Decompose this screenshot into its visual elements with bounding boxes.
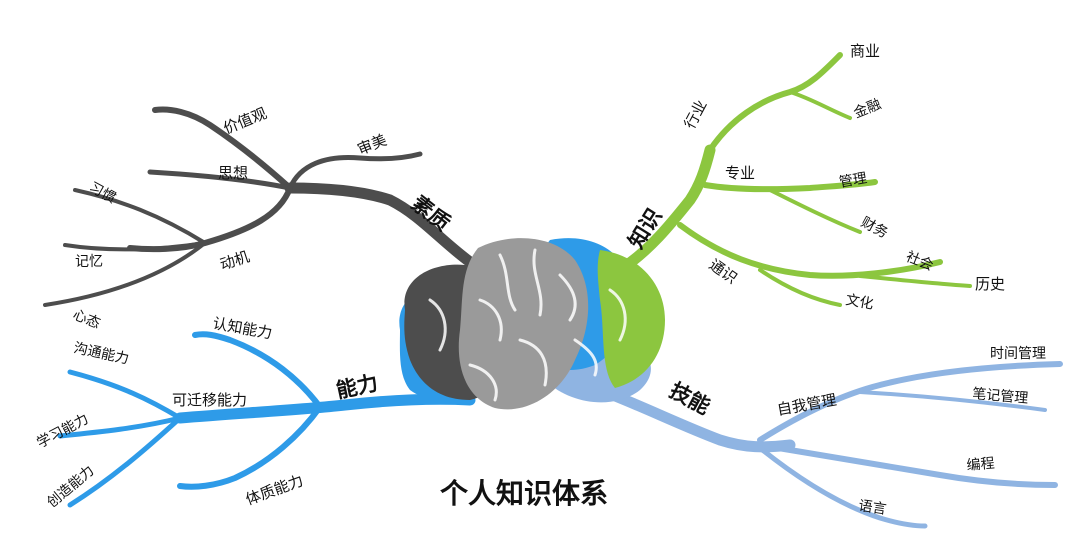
branch-jineng-line <box>757 361 1063 443</box>
brain-green-lobe <box>597 250 665 388</box>
node-label: 心态 <box>71 307 103 332</box>
branch-zhishi-line <box>758 268 842 307</box>
branch-suzhi-line <box>73 188 207 245</box>
branch-label-jineng: 技能 <box>666 378 714 419</box>
branch-suzhi-line <box>63 241 207 252</box>
branch-jineng-line <box>757 442 1058 488</box>
node-label: 思想 <box>218 164 248 182</box>
branch-suzhi-line <box>43 241 207 307</box>
node-label: 动机 <box>218 247 252 273</box>
branch-suzhi-line <box>147 169 293 191</box>
branch-suzhi-line <box>127 185 293 253</box>
node-label: 文化 <box>844 292 874 313</box>
branch-nengli-line <box>57 415 183 439</box>
branch-jineng-line <box>858 390 1047 412</box>
node-label: 管理 <box>838 170 868 191</box>
node-label: 行业 <box>681 97 711 132</box>
branch-zhishi-line <box>858 274 972 288</box>
branch-nengli-line <box>67 369 183 421</box>
node-label: 价值观 <box>221 104 269 138</box>
branch-nengli-line <box>177 404 323 490</box>
node-label: 审美 <box>355 131 390 159</box>
branch-suzhi-line <box>287 151 423 191</box>
node-label: 可迁移能力 <box>172 391 247 409</box>
branch-zhishi-line <box>768 188 862 234</box>
node-label: 体质能力 <box>243 471 306 508</box>
diagram-title: 个人知识体系 <box>440 477 608 510</box>
branch-nengli-trunk <box>174 393 476 424</box>
branch-suzhi <box>43 106 476 307</box>
node-label: 历史 <box>975 275 1005 293</box>
branch-zhishi-line <box>702 179 878 193</box>
node-label: 财务 <box>858 214 890 241</box>
branch-zhishi-line <box>677 222 943 279</box>
branch-suzhi-line <box>152 106 293 191</box>
branch-zhishi-line <box>788 90 852 120</box>
branch-zhishi-trunk <box>614 144 716 276</box>
branch-zhishi <box>614 52 972 307</box>
node-label: 语言 <box>857 498 887 518</box>
node-label: 沟通能力 <box>72 340 130 367</box>
brain-folds <box>428 248 627 402</box>
branch-jineng-line <box>757 445 928 529</box>
branch-nengli <box>57 331 476 508</box>
brain-illustration <box>399 238 665 410</box>
node-label: 商业 <box>850 42 880 60</box>
branch-nengli-line <box>192 331 323 410</box>
branch-nengli-line <box>67 415 183 508</box>
brain-gray-lobe <box>458 238 589 410</box>
branch-suzhi-trunk <box>284 182 476 268</box>
node-label: 笔记管理 <box>972 386 1029 407</box>
node-label: 记忆 <box>75 254 103 270</box>
branch-jineng <box>594 361 1063 529</box>
node-label: 金融 <box>852 96 884 121</box>
node-label: 专业 <box>725 164 755 182</box>
node-label: 编程 <box>966 456 995 474</box>
node-label: 通识 <box>706 256 741 288</box>
node-label: 时间管理 <box>990 346 1046 362</box>
